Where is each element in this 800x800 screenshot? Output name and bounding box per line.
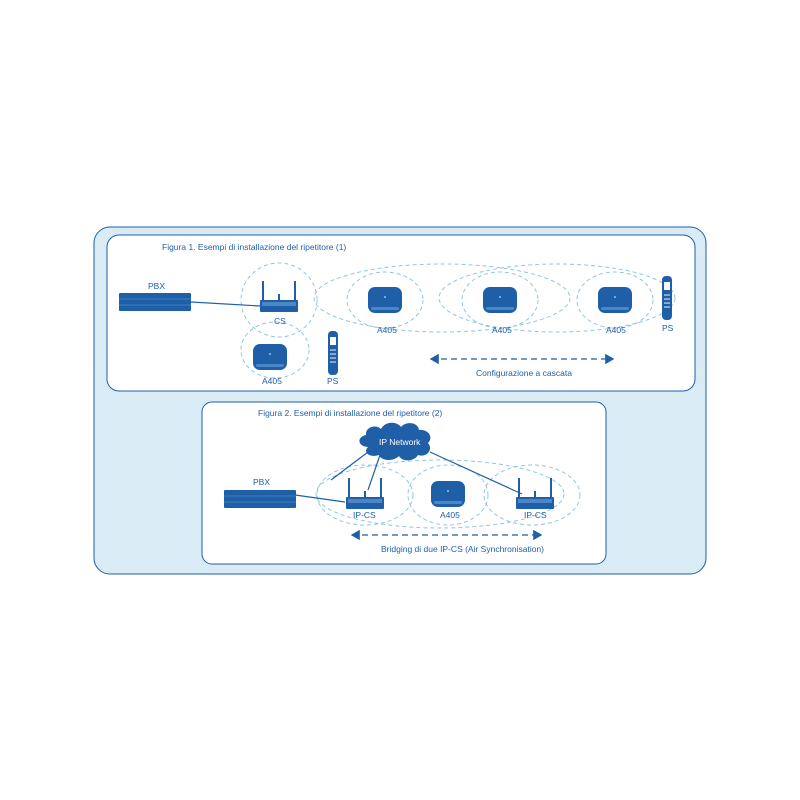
network-label: IP Network <box>379 437 421 447</box>
ipcs-coverage-halo <box>316 464 414 526</box>
cs-label: CS <box>274 316 286 326</box>
figure-2: Figura 2. Esempi di installazione del ri… <box>201 401 607 565</box>
pbx-ipcs-link <box>294 494 346 503</box>
a405-label: A405 <box>606 325 626 335</box>
a405-label: A405 <box>492 325 512 335</box>
pbx-label: PBX <box>148 281 165 291</box>
cascade-label: Configurazione a cascata <box>476 368 572 378</box>
network-link <box>330 448 373 481</box>
cloud-icon <box>359 422 431 461</box>
ipcs-label: IP-CS <box>353 510 376 520</box>
network-link <box>429 451 523 495</box>
figure-1-title: Figura 1. Esempi di installazione del ri… <box>162 242 346 252</box>
figure-1: Figura 1. Esempi di installazione del ri… <box>106 234 696 392</box>
pbx-label: PBX <box>253 477 270 487</box>
handset-icon <box>662 276 672 320</box>
repeater-icon <box>483 287 517 313</box>
bridging-coverage-halo <box>315 459 565 529</box>
a405-label: A405 <box>440 510 460 520</box>
ipcs-coverage-halo <box>483 464 581 526</box>
network-link <box>367 454 381 491</box>
pbx-icon <box>118 292 192 312</box>
repeater-icon <box>368 287 402 313</box>
bridging-label: Bridging di due IP-CS (Air Synchronisati… <box>381 544 544 554</box>
pbx-icon <box>223 489 297 509</box>
repeater-icon <box>253 344 287 370</box>
repeater-coverage-halo <box>346 271 424 329</box>
cascade-coverage-halo <box>438 263 676 333</box>
repeater-coverage-halo <box>240 321 310 379</box>
handset-icon <box>328 331 338 375</box>
repeater-coverage-halo <box>407 464 489 526</box>
cs-coverage-halo <box>240 262 318 338</box>
a405-label: A405 <box>262 376 282 386</box>
repeater-icon <box>431 481 465 507</box>
figure-2-title: Figura 2. Esempi di installazione del ri… <box>258 408 442 418</box>
a405-label: A405 <box>377 325 397 335</box>
figure-2-panel <box>201 401 607 565</box>
repeater-icon <box>598 287 632 313</box>
pbx-cs-link <box>190 301 261 307</box>
ps-label: PS <box>327 376 339 386</box>
ps-label: PS <box>662 323 674 333</box>
ipcs-label: IP-CS <box>524 510 547 520</box>
cascade-coverage-halo <box>313 263 571 333</box>
